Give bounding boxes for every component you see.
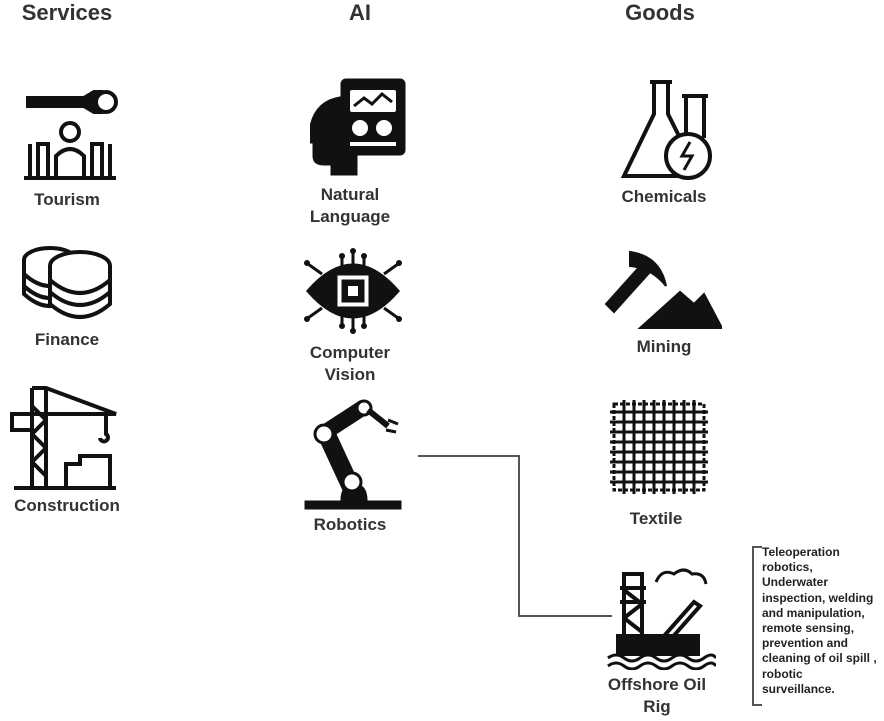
eye-chip-icon: [302, 248, 404, 334]
flask-icon: [620, 80, 718, 180]
label-natural-language: Natural Language: [309, 185, 391, 226]
note-bracket: [752, 546, 762, 706]
robot-arm-icon: [302, 398, 402, 510]
header-goods: Goods: [625, 0, 695, 25]
pickaxe-icon: [604, 250, 722, 330]
coins-icon: [20, 244, 114, 320]
note-text: Teleoperation robotics, Underwater inspe…: [762, 545, 877, 696]
label-tourism: Tourism: [34, 190, 100, 209]
oil-rig-icon: [604, 566, 716, 670]
label-construction: Construction: [14, 496, 120, 515]
label-robotics: Robotics: [313, 515, 387, 534]
textile-icon: [606, 396, 710, 496]
label-chemicals: Chemicals: [621, 187, 707, 206]
header-ai: AI: [349, 0, 371, 25]
label-computer-vision: Computer Vision: [309, 343, 391, 384]
label-offshore-oil-rig: Offshore Oil Rig: [607, 675, 707, 716]
head-document-icon: [310, 78, 408, 176]
crane-icon: [10, 386, 120, 490]
label-mining: Mining: [636, 337, 692, 356]
label-textile: Textile: [629, 509, 683, 528]
tourism-icon: [20, 80, 120, 180]
header-services: Services: [21, 0, 113, 25]
label-finance: Finance: [34, 330, 100, 349]
